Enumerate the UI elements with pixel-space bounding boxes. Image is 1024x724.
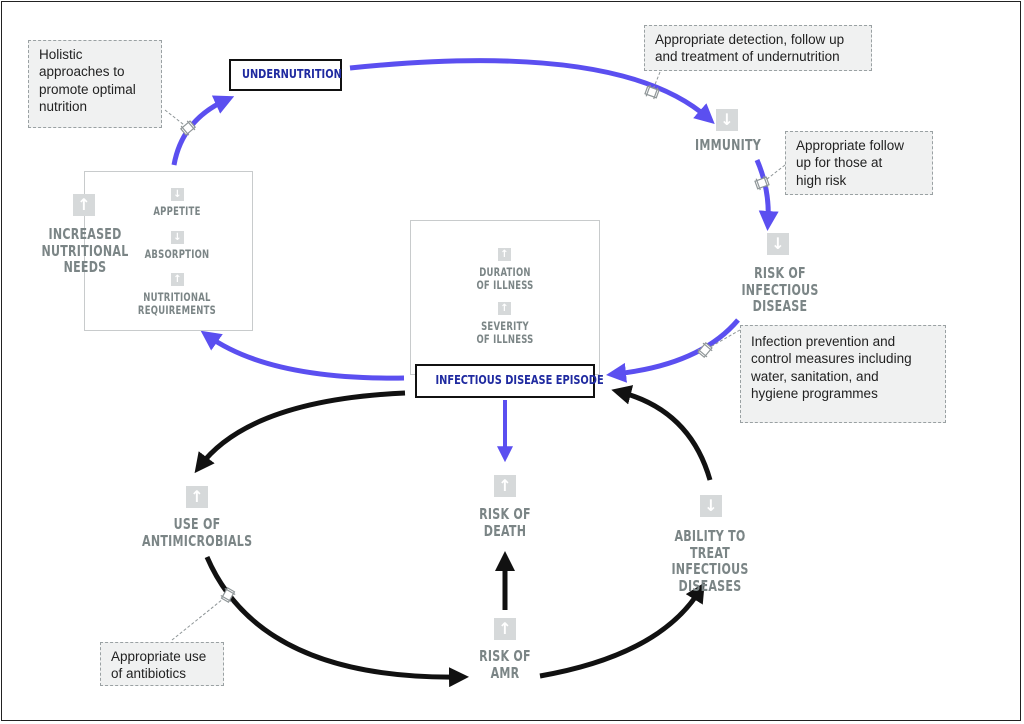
death-up-indicator: ↑ (494, 475, 516, 497)
absorption-label: ABSORPTION (144, 247, 210, 261)
arrow-needs-to-undernutrition (171, 95, 235, 166)
arrow-treat-to-episode (611, 385, 713, 481)
arrow-episode-to-needs (200, 330, 405, 381)
intervention-marks (179, 84, 770, 604)
arrow-antimicrobials-to-amr (204, 556, 469, 688)
treat-down-indicator: ↓ (700, 495, 722, 517)
needs-up-indicator: ↑ (73, 194, 95, 216)
undernutrition-box: UNDERNUTRITION (229, 59, 342, 91)
arrow-amr-to-treat (539, 582, 705, 679)
infectious-disease-episode-box: INFECTIOUS DISEASE EPISODE (415, 364, 604, 398)
severity-up-indicator: ↑ (498, 302, 511, 315)
nutrition-panel (84, 171, 253, 331)
antimicrobials-up-indicator: ↑ (186, 486, 208, 508)
immunity-down-indicator: ↓ (716, 109, 738, 131)
appetite-down-indicator: ↓ (171, 188, 184, 201)
risk-infectious-down-indicator: ↓ (767, 233, 789, 255)
duration-up-indicator: ↑ (498, 248, 511, 261)
arrow-risk-to-episode (606, 318, 740, 383)
requirements-up-indicator: ↑ (171, 273, 184, 286)
illness-panel (410, 220, 600, 375)
amr-up-indicator: ↑ (494, 618, 516, 640)
arrow-episode-to-antimicrobials (194, 390, 406, 474)
appetite-label: APPETITE (153, 204, 201, 218)
arrow-immunity-to-risk (754, 159, 779, 231)
arrow-undernutrition-to-immunity (349, 58, 715, 124)
immunity-label: IMMUNITY (694, 136, 762, 154)
absorption-down-indicator: ↓ (171, 231, 184, 244)
